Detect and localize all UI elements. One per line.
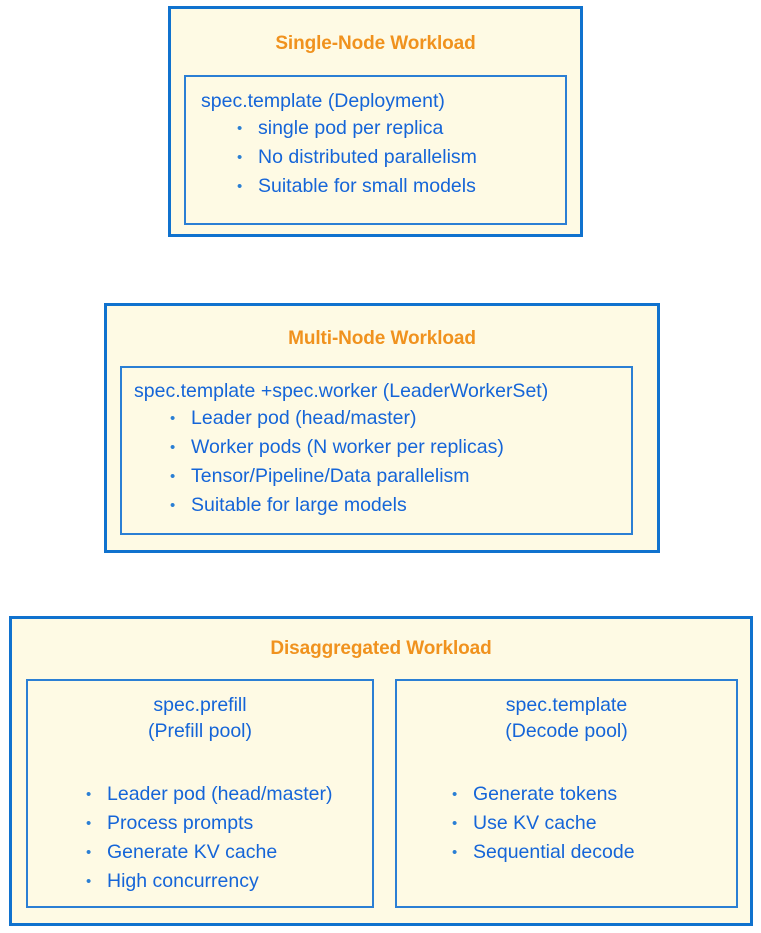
list-item-label: single pod per replica xyxy=(258,117,444,139)
bullet-icon: • xyxy=(170,410,176,427)
list-item: • High concurrency xyxy=(83,867,372,896)
multi-node-bullet-list: • Leader pod (head/master) • Worker pods… xyxy=(167,404,631,520)
bullet-icon: • xyxy=(237,178,243,195)
single-node-spec-panel: spec.template (Deployment) • single pod … xyxy=(184,75,567,225)
list-item: • Generate tokens xyxy=(449,780,736,809)
list-item: • No distributed parallelism xyxy=(234,143,565,172)
list-item-label: Use KV cache xyxy=(473,812,597,834)
single-node-bullet-list: • single pod per replica • No distribute… xyxy=(234,114,565,201)
list-item: • Suitable for small models xyxy=(234,172,565,201)
bullet-icon: • xyxy=(86,815,92,832)
bullet-icon: • xyxy=(86,873,92,890)
bullet-icon: • xyxy=(237,120,243,137)
disaggregated-title: Disaggregated Workload xyxy=(270,638,492,659)
bullet-icon: • xyxy=(452,815,458,832)
bullet-icon: • xyxy=(170,468,176,485)
list-item-label: Generate KV cache xyxy=(107,841,278,863)
single-node-workload-box: Single-Node Workload spec.template (Depl… xyxy=(168,6,583,237)
bullet-icon: • xyxy=(237,149,243,166)
decode-pool-heading-line-2: (Decode pool) xyxy=(505,720,628,742)
single-node-spec-heading: spec.template (Deployment) xyxy=(201,90,445,112)
list-item: • single pod per replica xyxy=(234,114,565,143)
disaggregated-workload-box: Disaggregated Workload spec.prefill (Pre… xyxy=(9,616,753,926)
list-item: • Generate KV cache xyxy=(83,838,372,867)
list-item-label: Suitable for large models xyxy=(191,494,407,516)
list-item: • Process prompts xyxy=(83,809,372,838)
list-item-label: Worker pods (N worker per replicas) xyxy=(191,436,504,458)
list-item-label: No distributed parallelism xyxy=(258,146,477,168)
list-item: • Use KV cache xyxy=(449,809,736,838)
decode-pool-heading-line-1: spec.template xyxy=(505,694,628,716)
list-item-label: Tensor/Pipeline/Data parallelism xyxy=(191,465,470,487)
decode-pool-bullet-list: • Generate tokens • Use KV cache • Seque… xyxy=(449,780,736,867)
prefill-pool-bullet-list: • Leader pod (head/master) • Process pro… xyxy=(83,780,372,896)
prefill-pool-heading-line-2: (Prefill pool) xyxy=(147,720,253,742)
prefill-pool-panel: spec.prefill (Prefill pool) • Leader pod… xyxy=(26,679,374,908)
bullet-icon: • xyxy=(86,844,92,861)
list-item: • Sequential decode xyxy=(449,838,736,867)
multi-node-spec-heading: spec.template +spec.worker (LeaderWorker… xyxy=(134,380,549,402)
multi-node-spec-panel: spec.template +spec.worker (LeaderWorker… xyxy=(120,366,633,535)
bullet-icon: • xyxy=(170,439,176,456)
bullet-icon: • xyxy=(86,786,92,803)
list-item-label: Suitable for small models xyxy=(258,175,476,197)
list-item-label: High concurrency xyxy=(107,870,259,892)
prefill-pool-heading-line-1: spec.prefill xyxy=(153,694,247,716)
bullet-icon: • xyxy=(170,497,176,514)
list-item-label: Process prompts xyxy=(107,812,254,834)
list-item: • Tensor/Pipeline/Data parallelism xyxy=(167,462,631,491)
list-item-label: Leader pod (head/master) xyxy=(107,783,333,805)
list-item: • Leader pod (head/master) xyxy=(167,404,631,433)
multi-node-title: Multi-Node Workload xyxy=(288,328,476,349)
multi-node-workload-box: Multi-Node Workload spec.template +spec.… xyxy=(104,303,660,553)
list-item: • Worker pods (N worker per replicas) xyxy=(167,433,631,462)
list-item-label: Leader pod (head/master) xyxy=(191,407,417,429)
list-item-label: Sequential decode xyxy=(473,841,635,863)
list-item-label: Generate tokens xyxy=(473,783,618,805)
decode-pool-panel: spec.template (Decode pool) • Generate t… xyxy=(395,679,738,908)
bullet-icon: • xyxy=(452,844,458,861)
list-item: • Suitable for large models xyxy=(167,491,631,520)
list-item: • Leader pod (head/master) xyxy=(83,780,372,809)
single-node-title: Single-Node Workload xyxy=(275,33,476,54)
bullet-icon: • xyxy=(452,786,458,803)
